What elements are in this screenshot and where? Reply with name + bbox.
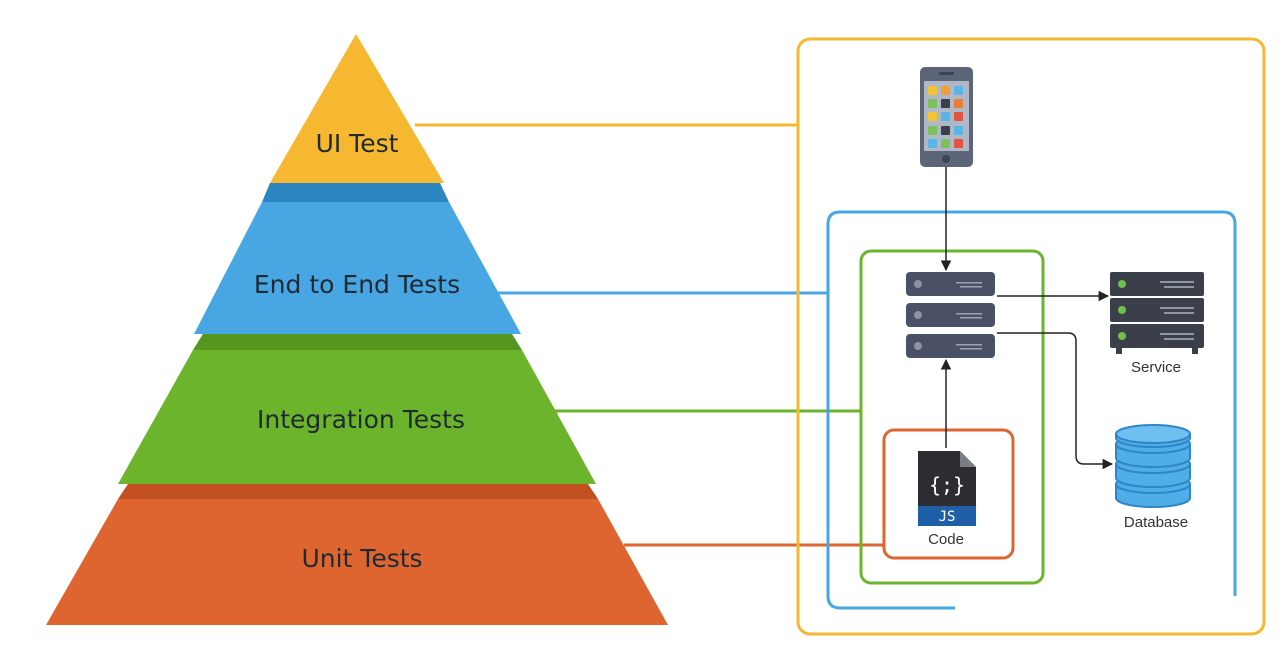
- tier-integration-tests: Integration Tests: [118, 334, 596, 484]
- tier-integration-shade: [193, 334, 522, 350]
- tier-end-to-end-tests: End to End Tests: [194, 183, 521, 334]
- ui-scope-box: [796, 37, 1266, 636]
- tier-e2e-shade: [262, 183, 449, 202]
- code-glyph: {;}: [929, 473, 965, 497]
- tier-unit-shade: [118, 484, 598, 499]
- tier-integration-label: Integration Tests: [257, 405, 465, 434]
- tier-unit-tests: Unit Tests: [46, 484, 668, 625]
- js-file-icon: {;} JS: [918, 451, 976, 526]
- database-label: Database: [1124, 514, 1188, 531]
- service-server-icon: Service: [1110, 272, 1204, 376]
- tier-ui-face: [270, 34, 444, 183]
- code-label: Code: [928, 531, 964, 548]
- server-icon: [906, 272, 995, 358]
- service-label: Service: [1131, 359, 1181, 376]
- arrow-server-to-database: [997, 332, 1114, 470]
- tier-ui-label: UI Test: [316, 129, 399, 158]
- tier-unit-face: [46, 499, 668, 625]
- scope-boxes: [796, 37, 1266, 636]
- tier-ui-test: UI Test: [270, 34, 444, 183]
- flow-arrows: [940, 166, 1114, 470]
- tier-unit-label: Unit Tests: [301, 544, 422, 573]
- code-badge: JS: [939, 509, 956, 525]
- integration-scope-box: [859, 249, 1045, 585]
- tier-e2e-face: [194, 202, 521, 334]
- pyramid: Unit Tests Integration Tests End to End …: [46, 34, 668, 625]
- tier-e2e-label: End to End Tests: [254, 270, 460, 299]
- database-icon: [1115, 424, 1191, 508]
- unit-scope-box: [882, 428, 1015, 560]
- tier-connectors: [415, 123, 884, 547]
- e2e-scope-box: [826, 210, 1237, 610]
- phone-icon: [920, 67, 973, 167]
- tier-integration-face: [118, 350, 596, 484]
